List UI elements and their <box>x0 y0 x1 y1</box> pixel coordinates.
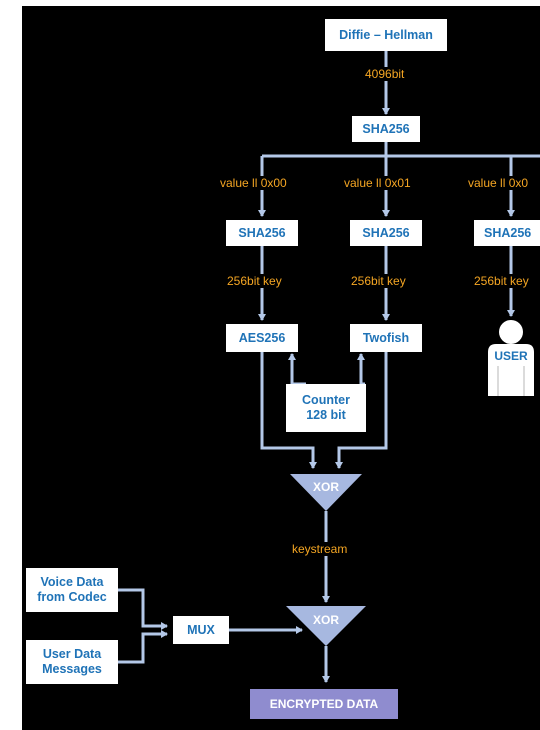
branch-value-label: value ll 0x0 <box>466 176 531 190</box>
root-sha256-box: SHA256 <box>352 116 420 142</box>
voice-data-line1: Voice Data <box>40 575 104 589</box>
connector-root-split <box>262 142 540 158</box>
branch-sha256-box: SHA256 <box>350 220 422 246</box>
xor-node-output <box>286 606 366 646</box>
branch-value-label: value ll 0x00 <box>218 176 289 190</box>
connector-layer <box>118 51 540 683</box>
diagram-canvas: Diffie – Hellman 4096bit SHA256 value ll… <box>22 6 540 730</box>
connector-counter-to-aes <box>288 353 306 386</box>
connector-twofish-to-xor <box>335 350 388 469</box>
connector-voice-to-mux <box>118 588 168 630</box>
branch-sha256-box: SHA256 <box>474 220 540 246</box>
counter-line2: 128 bit <box>306 408 346 422</box>
key-label: 256bit key <box>225 274 284 288</box>
key-label: 256bit key <box>349 274 408 288</box>
connector-counter-to-twofish <box>357 353 365 386</box>
user-icon <box>488 320 534 396</box>
key-label: 256bit key <box>472 274 531 288</box>
xor-label: XOR <box>312 613 339 627</box>
voice-data-line2: from Codec <box>37 590 107 604</box>
counter-box: Counter 128 bit <box>286 384 366 432</box>
branch-sha256-box: SHA256 <box>226 220 298 246</box>
connector-aes-to-xor <box>260 350 317 469</box>
user-label: USER <box>494 349 528 363</box>
encrypted-data-output: ENCRYPTED DATA <box>250 689 398 719</box>
xor-label: XOR <box>312 480 339 494</box>
user-data-line2: Messages <box>42 662 102 676</box>
twofish-box: Twofish <box>350 324 422 352</box>
branch-value-label: value ll 0x01 <box>342 176 413 190</box>
aes256-box: AES256 <box>226 324 298 352</box>
voice-data-box: Voice Data from Codec <box>26 568 118 612</box>
user-data-box: User Data Messages <box>26 640 118 684</box>
connector-user-to-mux <box>118 630 168 664</box>
keystream-label: keystream <box>290 542 350 556</box>
diffie-hellman-box: Diffie – Hellman <box>325 19 447 51</box>
mux-box: MUX <box>173 616 229 644</box>
bits-label: 4096bit <box>363 67 407 81</box>
xor-node-keystream <box>290 474 362 511</box>
user-data-line1: User Data <box>42 647 102 661</box>
counter-line1: Counter <box>302 393 350 407</box>
